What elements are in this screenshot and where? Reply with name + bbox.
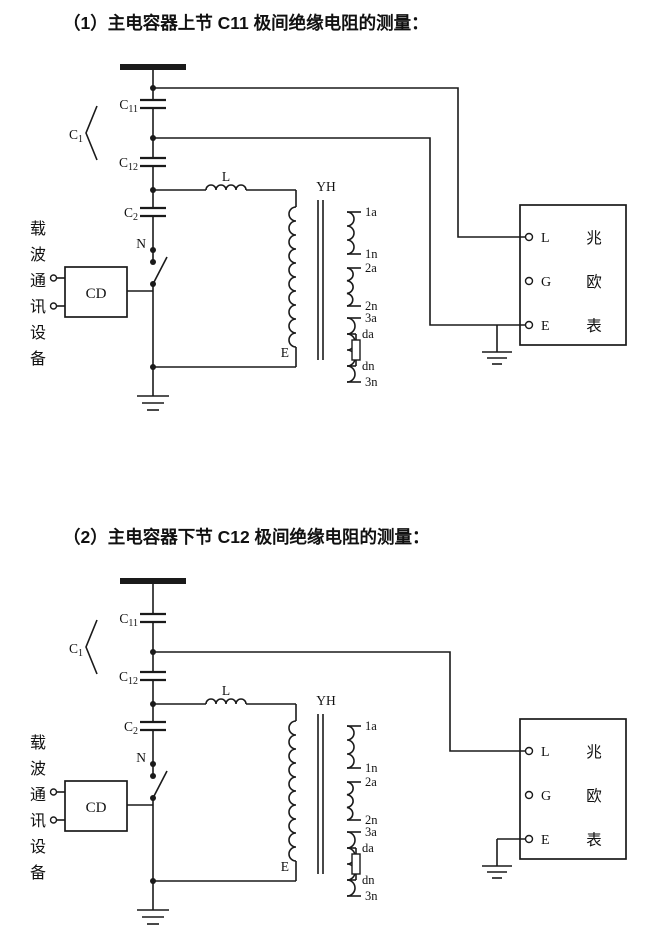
diagram2-title: （2）主电容器下节 C12 极间绝缘电阻的测量：: [63, 527, 430, 547]
diagram1-measurement-wires: [150, 85, 526, 326]
diagram1-title: （1）主电容器上节 C11 极间绝缘电阻的测量：: [63, 13, 429, 33]
d1-wire-to-e-terminal: [153, 137, 497, 326]
d2-wire-to-l-terminal: [153, 651, 526, 752]
diagram2-measurement-wires: [150, 649, 526, 752]
diagram1-circuit: [30, 67, 626, 410]
diagram2-circuit: [30, 581, 626, 924]
d1-wire-to-l-terminal: [153, 87, 526, 238]
